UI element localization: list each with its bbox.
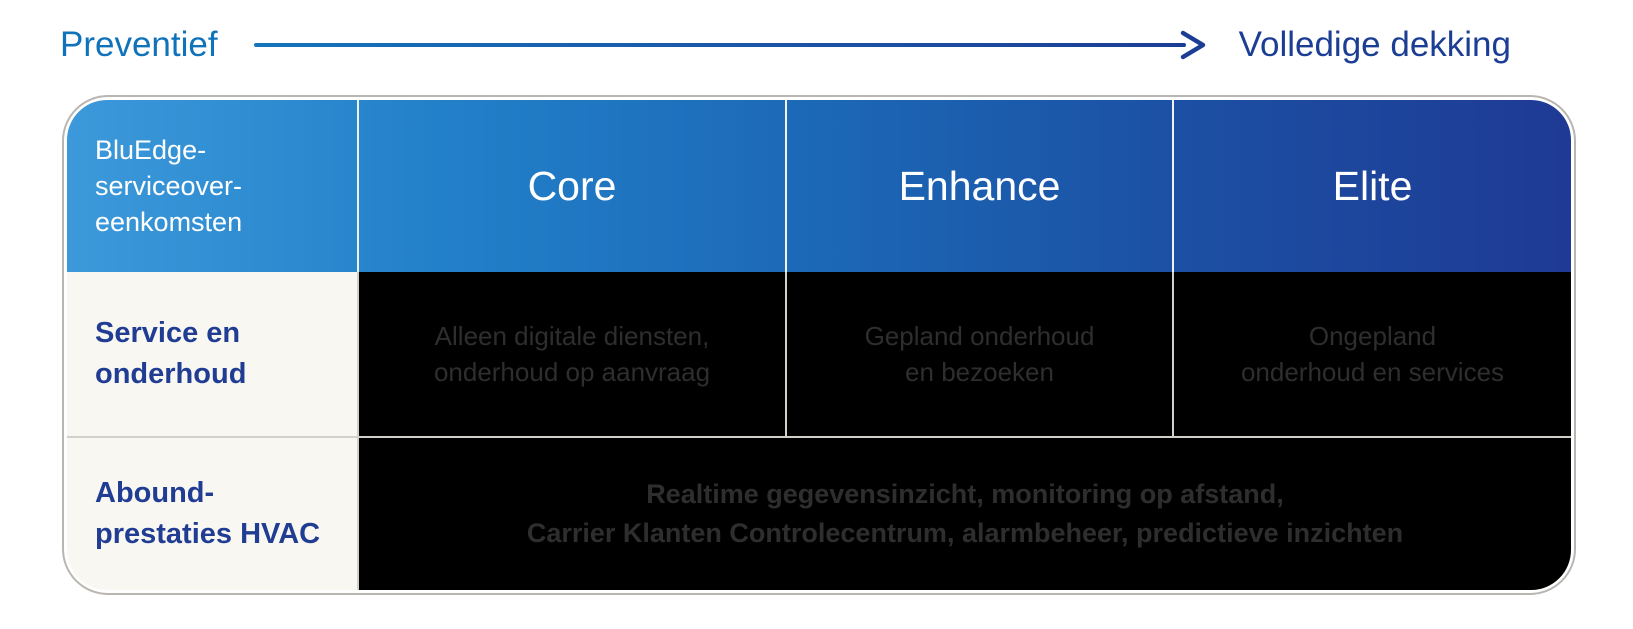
- plan-header-elite: Elite: [1172, 100, 1571, 272]
- plan-header-core: Core: [357, 100, 785, 272]
- coverage-arrow: [253, 25, 1209, 65]
- arrow-right-icon: [1180, 30, 1205, 60]
- scale-label-full-coverage: Volledige dekking: [1238, 25, 1511, 64]
- arrow-shaft: [253, 43, 1186, 47]
- service-agreements-table: BluEdge- serviceover- eenkomsten Core En…: [67, 100, 1571, 590]
- service-agreements-panel: BluEdge- serviceover- eenkomsten Core En…: [62, 95, 1576, 595]
- cell-service-elite: Ongepland onderhoud en services: [1172, 272, 1571, 436]
- row-label-service: Service en onderhoud: [67, 272, 357, 436]
- scale-label-preventive: Preventief: [60, 25, 218, 64]
- row-label-abound: Abound- prestaties HVAC: [67, 438, 357, 590]
- cell-service-core: Alleen digitale diensten, onderhoud op a…: [357, 272, 785, 436]
- plan-header-enhance: Enhance: [785, 100, 1172, 272]
- cell-service-enhance: Gepland onderhoud en bezoeken: [785, 272, 1172, 436]
- table-header-row: BluEdge- serviceover- eenkomsten Core En…: [67, 100, 1571, 272]
- table-corner-title: BluEdge- serviceover- eenkomsten: [95, 135, 243, 237]
- coverage-scale: Preventief Volledige dekking: [60, 22, 1511, 68]
- table-row-service: Service en onderhoud Alleen digitale die…: [67, 272, 1571, 436]
- cell-abound-all-plans: Realtime gegevensinzicht, monitoring op …: [357, 438, 1571, 590]
- table-row-abound: Abound- prestaties HVAC Realtime gegeven…: [67, 436, 1571, 590]
